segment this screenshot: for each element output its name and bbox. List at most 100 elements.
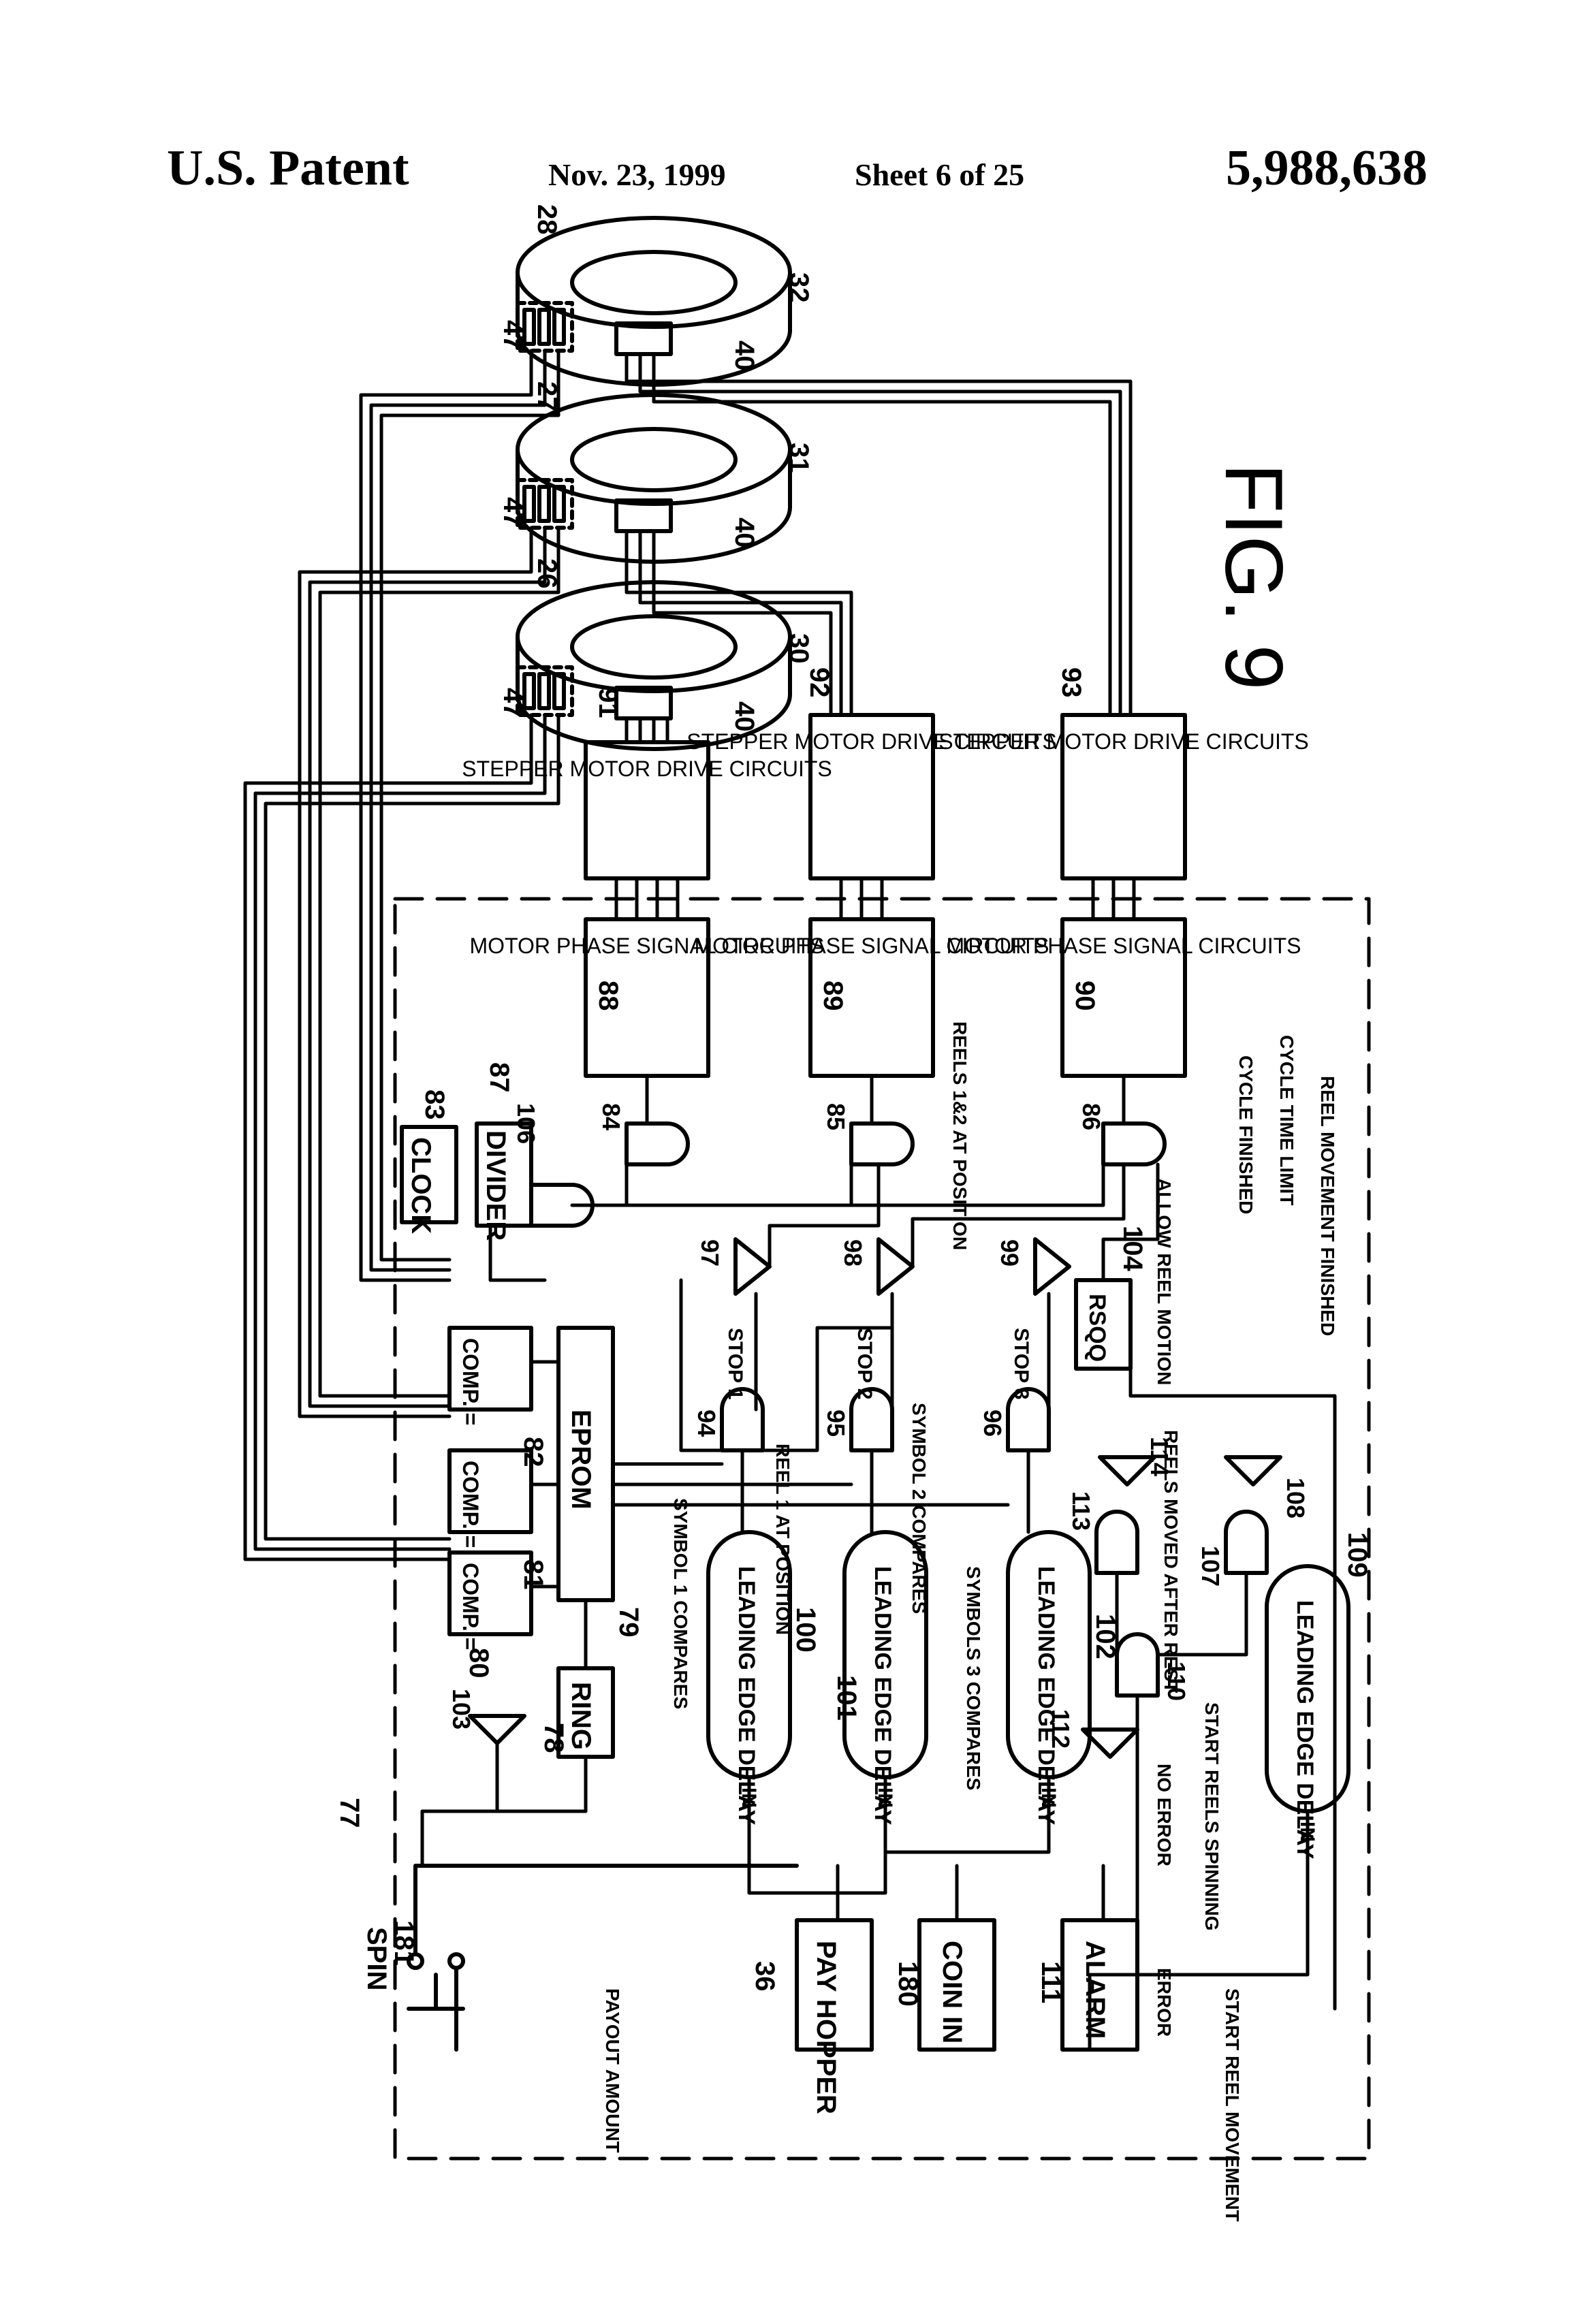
- and-gate-107: [1226, 1512, 1267, 1573]
- label-start-movement: START REEL MOVEMENT: [1222, 1988, 1243, 2222]
- phase-90-label: MOTOR PHASE SIGNAL CIRCUITS: [947, 934, 1301, 958]
- drive-91-label: STEPPER MOTOR DRIVE CIRCUITS: [462, 757, 832, 781]
- inverter-97: [736, 1239, 770, 1294]
- and-gate-84: [627, 1124, 688, 1164]
- label-stop1: STOP 1: [724, 1328, 746, 1400]
- ref-inv-114: 114: [1146, 1437, 1173, 1476]
- label-stop3: STOP 3: [1010, 1328, 1032, 1400]
- label-reels12-pos: REELS 1&2 AT POSITION: [949, 1021, 970, 1250]
- and-gate-85: [851, 1124, 913, 1164]
- label-delay-100: LEADING EDGE DELAY: [733, 1566, 759, 1826]
- label-comp-81-ref: 81: [518, 1559, 548, 1590]
- label-reel1-pos: REEL 1 AT POSITION: [772, 1444, 793, 1635]
- label-sym2: SYMBOL 2 COMPARES: [908, 1403, 930, 1614]
- label-delay-102-ref: 102: [1090, 1614, 1120, 1659]
- drive-block-93: STEPPER MOTOR DRIVE CIRCUITS: [938, 715, 1308, 878]
- label-no-error: NO ERROR: [1154, 1764, 1175, 1866]
- label-payout: PAYOUT AMOUNT: [602, 1988, 623, 2153]
- ref-and-84: 84: [597, 1103, 625, 1130]
- label-stop2: STOP 2: [853, 1328, 876, 1400]
- inverter-99: [1035, 1239, 1069, 1294]
- ref-inv-103: 103: [447, 1689, 475, 1730]
- label-reel-26-motor: 40: [729, 701, 759, 732]
- label-ring-ref: 78: [539, 1723, 569, 1753]
- ref-inv-97: 97: [696, 1239, 724, 1267]
- label-phase-88-ref: 88: [593, 981, 623, 1011]
- ref-and-95: 95: [822, 1410, 850, 1437]
- label-sym1: SYMBOL 1 COMPARES: [670, 1498, 691, 1709]
- label-reel-27-sensor: 47: [498, 497, 528, 528]
- label-rsq-ref: 104: [1118, 1226, 1148, 1271]
- ref-and-96: 96: [979, 1410, 1007, 1437]
- label-reel-28-ref: 28: [532, 204, 562, 235]
- label-reel-move-finished: REEL MOVEMENT FINISHED: [1317, 1076, 1338, 1336]
- label-clock: CLOCK: [406, 1137, 436, 1234]
- label-ring: RING: [566, 1682, 596, 1750]
- label-reel-28-sensor: 47: [498, 320, 528, 351]
- phase-block-90: MOTOR PHASE SIGNAL CIRCUITS: [947, 919, 1301, 1076]
- label-alarm-ref: 111: [1036, 1961, 1066, 2003]
- label-delay-109-ref: 109: [1342, 1532, 1372, 1578]
- ref-inv-98: 98: [839, 1239, 867, 1267]
- ref-and-110: 110: [1163, 1661, 1190, 1701]
- label-cycle-finished: CYCLE FINISHED: [1235, 1055, 1257, 1214]
- ref-and-86: 86: [1077, 1103, 1105, 1130]
- label-reel-26-ref: 26: [532, 558, 562, 589]
- label-drive-92-ref: 92: [804, 667, 834, 698]
- drive-93-label: STEPPER MOTOR DRIVE CIRCUITS: [938, 729, 1308, 754]
- label-allow: ALLOW REEL MOTION: [1154, 1178, 1175, 1385]
- ref-inv-112: 112: [1047, 1709, 1075, 1749]
- label-clock-ref: 83: [420, 1089, 449, 1120]
- label-delay-101: LEADING EDGE DELAY: [870, 1566, 896, 1826]
- label-spin: SPIN: [362, 1927, 392, 1990]
- label-delay-100-ref: 100: [791, 1607, 821, 1653]
- and-gate-110: [1117, 1634, 1158, 1696]
- label-system-ref: 77: [334, 1798, 364, 1828]
- inverter-103: [470, 1716, 524, 1743]
- label-delay-102: LEADING EDGE DELAY: [1033, 1566, 1059, 1826]
- label-delay-101-ref: 101: [832, 1675, 862, 1721]
- drive-block-91: STEPPER MOTOR DRIVE CIRCUITS: [462, 742, 832, 878]
- delay-in-labels: IN IN IN IN: [738, 1787, 1318, 1842]
- label-start-spinning: START REELS SPINNING: [1201, 1702, 1222, 1931]
- controller-boundary: [395, 899, 1369, 2159]
- label-comp-82-ref: 82: [518, 1437, 548, 1467]
- label-drive-91-ref: 91: [593, 688, 623, 718]
- label-fig9: FIG. 9: [1208, 463, 1299, 690]
- label-coin-in: COIN IN: [937, 1941, 967, 2043]
- ref-and-113: 113: [1067, 1491, 1095, 1531]
- ref-inv-99: 99: [996, 1239, 1024, 1267]
- label-reel-26-sensor: 47: [498, 688, 528, 718]
- label-divider-ref: 87: [484, 1062, 514, 1093]
- in-109: IN: [1296, 1821, 1318, 1842]
- ref-and-106: 106: [512, 1103, 540, 1144]
- inverter-108: [1226, 1457, 1280, 1484]
- label-reel-27-motor: 40: [729, 518, 759, 548]
- motor-buses: [627, 354, 1131, 742]
- label-rsq: RSQQ: [1084, 1294, 1110, 1362]
- ref-and-94: 94: [693, 1410, 721, 1437]
- label-spin-ref: 181: [389, 1920, 419, 1966]
- label-coin-in-ref: 180: [893, 1961, 923, 2007]
- label-delay-109: LEADING EDGE DELAY: [1292, 1600, 1318, 1860]
- in-102: IN: [1037, 1787, 1060, 1808]
- label-eprom: EPROM: [566, 1410, 596, 1510]
- and-gate-113: [1096, 1512, 1137, 1573]
- label-pay-hopper-ref: 36: [750, 1961, 780, 1992]
- label-alarm: ALARM: [1080, 1941, 1110, 2039]
- in-100: IN: [738, 1787, 760, 1808]
- label-sym3: SYMBOLS 3 COMPARES: [963, 1566, 984, 1790]
- label-phase-90-ref: 90: [1070, 981, 1100, 1011]
- label-eprom-ref: 79: [614, 1607, 644, 1638]
- in-101: IN: [874, 1787, 896, 1808]
- label-reel-28-motor: 40: [729, 340, 759, 371]
- ref-and-107: 107: [1197, 1546, 1224, 1587]
- gate-to-phase-links: [572, 1076, 1124, 1205]
- label-phase-89-ref: 89: [818, 981, 848, 1011]
- label-reel-27-disc: 31: [784, 443, 814, 473]
- label-reel-28-disc: 32: [784, 272, 814, 303]
- label-error: ERROR: [1154, 1968, 1175, 2037]
- label-divider: DIVIDER: [481, 1130, 511, 1241]
